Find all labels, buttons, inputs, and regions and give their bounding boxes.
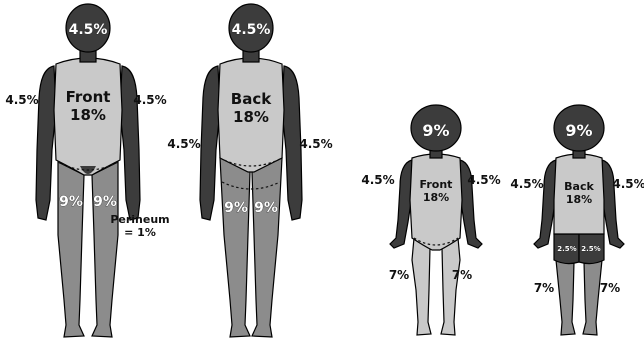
adult-back-figure: 4.5% Back 18% 9% 9% 4.5% 4.5% bbox=[167, 4, 332, 337]
child-back-arm-right-label: 4.5% bbox=[612, 177, 644, 191]
perineum-label: Perineum bbox=[110, 213, 169, 226]
adult-front-arm-right bbox=[120, 66, 140, 220]
adult-front-torso-title: Front bbox=[66, 88, 111, 106]
child-back-arm-left-label: 4.5% bbox=[510, 177, 543, 191]
adult-back-arm-left-label: 4.5% bbox=[167, 137, 200, 151]
child-back-leg-left-label: 7% bbox=[534, 281, 554, 295]
adult-front-leg-right bbox=[92, 162, 118, 337]
child-front-torso-title: Front bbox=[420, 178, 453, 191]
adult-front-leg-right-label: 9% bbox=[93, 194, 117, 210]
adult-back-torso-value: 18% bbox=[233, 108, 269, 126]
child-back-buttock-left-label: 2.5% bbox=[557, 245, 576, 253]
child-front-torso-value: 18% bbox=[423, 191, 449, 204]
perineum-value: = 1% bbox=[124, 226, 156, 239]
adult-back-head-label: 4.5% bbox=[232, 22, 271, 38]
child-back-arm-left bbox=[534, 160, 556, 248]
child-back-leg-left bbox=[556, 260, 575, 335]
child-back-torso-value: 18% bbox=[566, 193, 592, 206]
child-back-leg-right bbox=[583, 260, 602, 335]
child-back-figure: 9% Back 18% 2.5% 2.5% 4.5% 4.5% 7% 7% bbox=[510, 105, 644, 335]
child-back-leg-right-label: 7% bbox=[600, 281, 620, 295]
adult-front-torso-value: 18% bbox=[70, 106, 106, 124]
adult-front-leg-left-label: 9% bbox=[59, 194, 83, 210]
adult-back-arm-left bbox=[200, 66, 220, 220]
child-front-head-label: 9% bbox=[422, 121, 449, 140]
child-back-buttock-right-label: 2.5% bbox=[581, 245, 600, 253]
adult-front-figure: 4.5% Front 18% 9% 9% 4.5% 4.5% Perineum … bbox=[5, 4, 169, 337]
child-front-leg-left bbox=[412, 238, 431, 335]
adult-front-arm-left bbox=[36, 66, 56, 220]
child-front-leg-right bbox=[441, 238, 460, 335]
adult-front-leg-left bbox=[58, 162, 84, 337]
child-back-arm-right bbox=[602, 160, 624, 248]
adult-front-head-label: 4.5% bbox=[69, 22, 108, 38]
child-front-leg-left-label: 7% bbox=[389, 268, 409, 282]
adult-front-arm-left-label: 4.5% bbox=[5, 93, 38, 107]
adult-front-arm-right-label: 4.5% bbox=[133, 93, 166, 107]
adult-back-arm-right-label: 4.5% bbox=[299, 137, 332, 151]
adult-back-leg-right bbox=[252, 158, 282, 337]
child-front-arm-right-label: 4.5% bbox=[467, 173, 500, 187]
adult-back-leg-left-label: 9% bbox=[224, 200, 248, 216]
child-back-torso-title: Back bbox=[564, 180, 594, 193]
child-front-leg-right-label: 7% bbox=[452, 268, 472, 282]
adult-back-torso-title: Back bbox=[231, 90, 272, 108]
adult-back-leg-right-label: 9% bbox=[254, 200, 278, 216]
child-back-head-label: 9% bbox=[565, 121, 592, 140]
adult-back-leg-left bbox=[220, 158, 250, 337]
child-front-figure: 9% Front 18% 4.5% 4.5% 7% 7% bbox=[361, 105, 500, 335]
child-front-arm-left-label: 4.5% bbox=[361, 173, 394, 187]
